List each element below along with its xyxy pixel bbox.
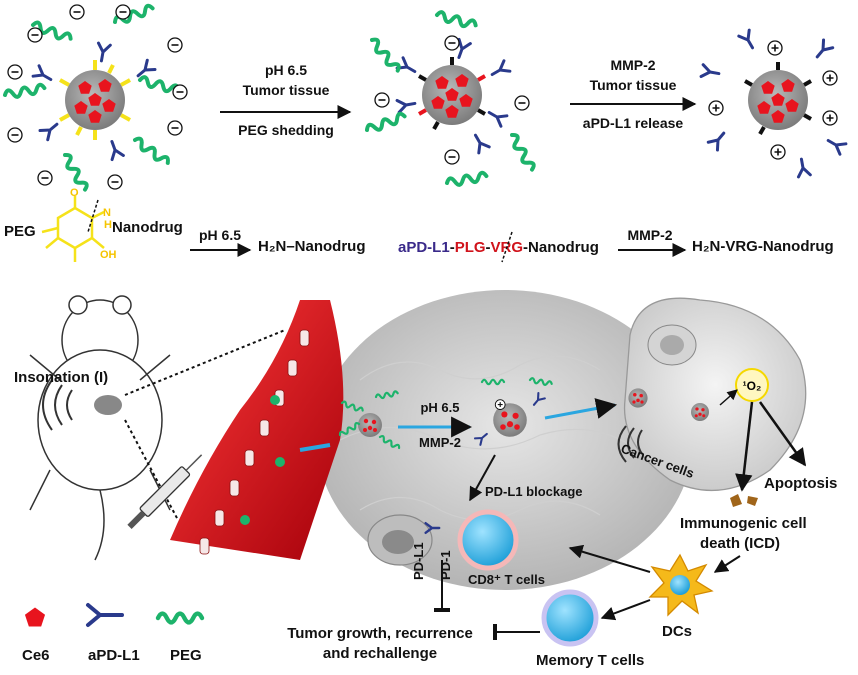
chem-peptide-conjugate: aPD-L1-PLG-VRG-Nanodrug	[398, 239, 599, 256]
blockage-label: PD-L1 blockage	[485, 484, 583, 499]
chem-dash-2: -	[486, 239, 491, 256]
legend-ce6: Ce6	[22, 647, 50, 664]
memory-t-cell	[541, 589, 599, 647]
mouse-icon	[29, 295, 171, 561]
step1-line2: Tumor tissue	[243, 82, 330, 98]
blood-vessel	[170, 300, 344, 560]
legend-peg: PEG	[170, 647, 202, 664]
legend-apdl1: aPD-L1	[88, 647, 140, 664]
chem-ph-label: pH 6.5	[199, 227, 241, 243]
chem-dash-1: -	[450, 239, 455, 256]
step1-line3: PEG shedding	[238, 122, 334, 138]
chem-oh-label: OH	[100, 249, 117, 261]
chem-peg-label: PEG	[4, 223, 36, 240]
pdl1-label: PD-L1	[411, 542, 426, 580]
chem-mmp-label: MMP-2	[627, 227, 672, 243]
memory-label: Memory T cells	[536, 652, 644, 669]
arrow-tumor-2	[544, 398, 618, 420]
tumor-mmp-label: MMP-2	[419, 435, 461, 450]
peg-linker-structure: PEG O N H OH Nanodrug	[4, 187, 183, 262]
cd8-label: CD8⁺ T cells	[468, 572, 545, 587]
syringe-icon	[127, 454, 203, 530]
arrow-dcs-memory	[600, 599, 651, 621]
tumor-on-mouse	[94, 395, 122, 415]
chem-product: H₂N-VRG-Nanodrug	[692, 238, 834, 255]
nanoparticle-deshielded-icon	[363, 9, 538, 189]
tumor-growth-label-1: Tumor growth, recurrence	[287, 625, 473, 642]
singlet-oxygen-label: ¹O₂	[743, 379, 762, 393]
apoptosis-label: Apoptosis	[764, 475, 837, 492]
peg-chain-icon	[158, 614, 202, 623]
chem-nanodrug-label: Nanodrug	[112, 219, 183, 236]
tumor-growth-label-2: and rechallenge	[323, 645, 437, 662]
cd8-t-cell	[457, 509, 519, 571]
dcs-label: DCs	[662, 623, 692, 640]
ce6-pentagon-icon	[24, 607, 46, 627]
nanoparticle-full-icon	[2, 2, 188, 194]
tumor-ph-label: pH 6.5	[420, 400, 459, 415]
step2-line1: MMP-2	[610, 57, 655, 73]
arrow-blockage	[469, 454, 496, 502]
nanoparticle-released-icon	[699, 28, 848, 179]
chem-n-label: N	[103, 207, 111, 219]
icd-debris-icon	[730, 494, 758, 507]
insonation-label: Insonation (I)	[14, 369, 108, 386]
chem-plg-part: PLG	[455, 239, 486, 256]
step1-line1: pH 6.5	[265, 62, 307, 78]
antibody-icon	[86, 603, 124, 627]
arrow-apoptosis	[758, 401, 807, 467]
step2-line2: Tumor tissue	[590, 77, 677, 93]
arrow-dcs-cd8	[568, 544, 651, 573]
dendritic-cell-icon	[648, 553, 714, 617]
icd-label-2: death (ICD)	[700, 535, 780, 552]
arrow-icd-dcs	[713, 555, 741, 573]
singlet-oxygen-badge	[735, 368, 769, 402]
arrow-icd	[735, 401, 754, 492]
pd1-label: PD-1	[438, 550, 453, 580]
chem-h2n-nanodrug: H₂N–Nanodrug	[258, 238, 366, 255]
icd-label-1: Immunogenic cell	[680, 515, 807, 532]
step2-line3: aPD-L1 release	[583, 115, 684, 131]
chem-h-label: H	[104, 219, 112, 231]
legend: Ce6 aPD-L1 PEG	[22, 603, 202, 664]
chem-apd-part: aPD-L1	[398, 239, 450, 256]
chem-o-label: O	[70, 187, 79, 199]
chem-nano-part: -Nanodrug	[523, 239, 599, 256]
